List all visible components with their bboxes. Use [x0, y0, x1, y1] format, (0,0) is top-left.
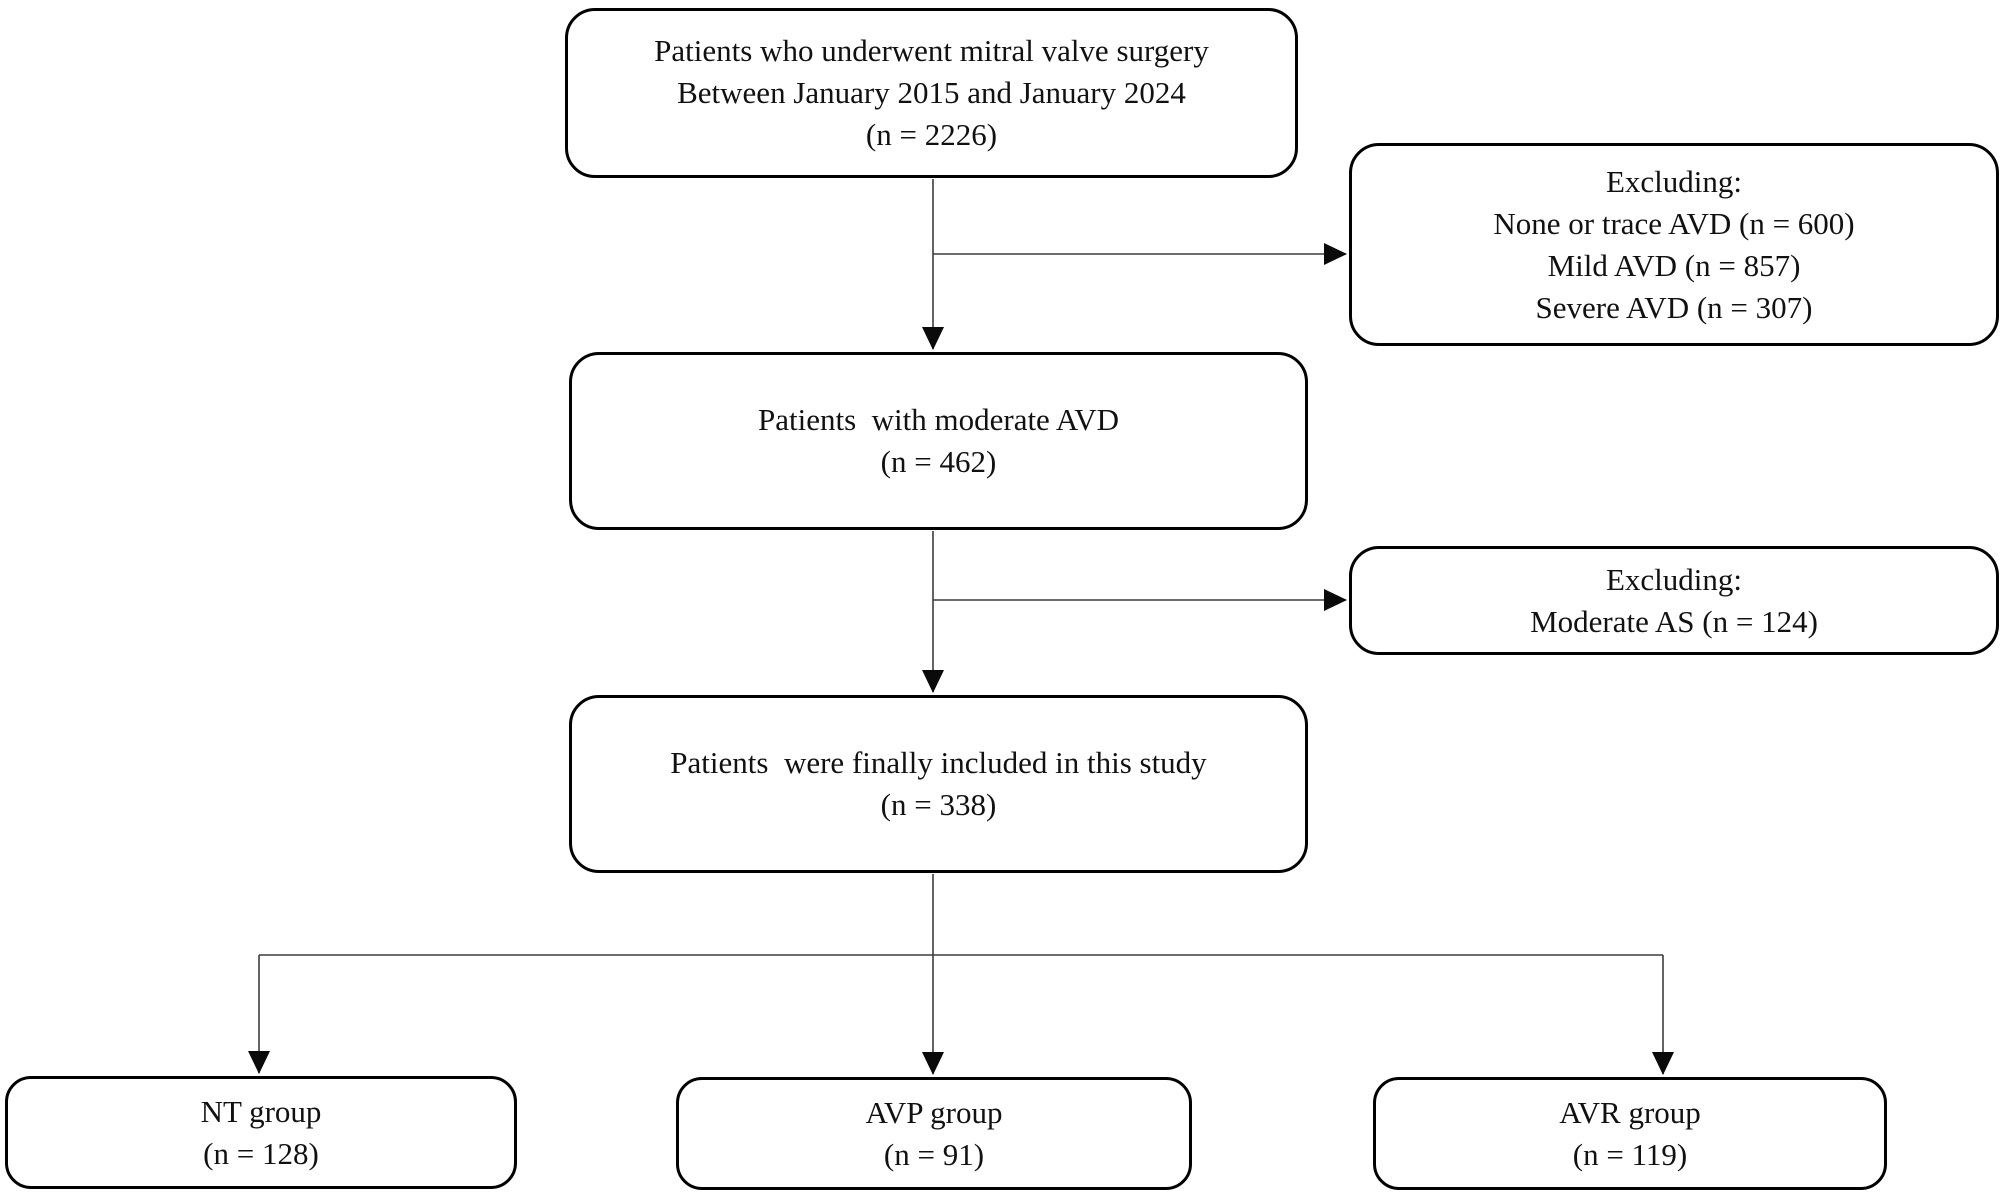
node-surgery-line-1: Patients who underwent mitral valve surg… — [654, 33, 1209, 68]
node-avp-group: AVP group (n = 91) — [676, 1077, 1192, 1190]
node-excluding-1-item-3: Severe AVD (n = 307) — [1535, 289, 1813, 325]
node-nt-group-count: (n = 128) — [203, 1135, 319, 1171]
node-excluding-1-item-1: None or trace AVD (n = 600) — [1493, 205, 1855, 241]
node-excluding-1-item-2: Mild AVD (n = 857) — [1547, 247, 1801, 283]
node-surgery: Patients who underwent mitral valve surg… — [565, 8, 1298, 178]
node-avp-group-label: AVP group — [865, 1094, 1003, 1130]
node-moderate-avd-line-1: Patients with moderate AVD — [757, 402, 1120, 437]
node-final-included-count: (n = 338) — [880, 787, 997, 822]
node-avr-group-label: AVR group — [1559, 1094, 1701, 1130]
node-avr-group: AVR group (n = 119) — [1373, 1077, 1887, 1190]
node-avr-group-count: (n = 119) — [1572, 1136, 1688, 1172]
node-surgery-line-2: Between January 2015 and January 2024 — [677, 75, 1186, 110]
node-moderate-avd-count: (n = 462) — [880, 444, 997, 479]
node-surgery-count: (n = 2226) — [865, 117, 998, 152]
node-excluding-2-title: Excluding: — [1605, 561, 1743, 597]
node-nt-group: NT group (n = 128) — [5, 1076, 517, 1189]
node-nt-group-label: NT group — [200, 1093, 322, 1129]
node-excluding-1: Excluding: None or trace AVD (n = 600) M… — [1349, 143, 1999, 346]
node-moderate-avd: Patients with moderate AVD (n = 462) — [569, 352, 1308, 530]
node-excluding-1-title: Excluding: — [1605, 163, 1743, 199]
node-excluding-2-item-1: Moderate AS (n = 124) — [1530, 603, 1818, 639]
node-avp-group-count: (n = 91) — [883, 1136, 985, 1172]
node-final-included: Patients were finally included in this s… — [569, 695, 1308, 873]
node-excluding-2: Excluding: Moderate AS (n = 124) — [1349, 546, 1999, 655]
node-final-included-line-1: Patients were finally included in this s… — [670, 745, 1207, 780]
